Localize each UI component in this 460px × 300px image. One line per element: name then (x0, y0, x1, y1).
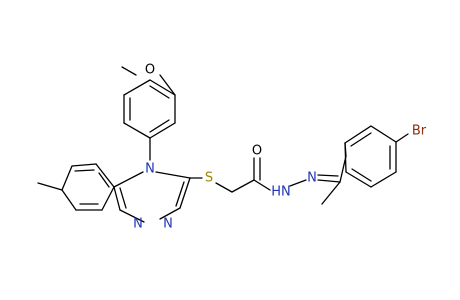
triazole-n2-label: N (133, 217, 143, 232)
methoxy-oxygen-label: O (145, 63, 155, 78)
hydrazone-n-label: N (307, 171, 317, 186)
methoxyphenyl-group (121, 66, 176, 161)
triazole-n4-label: N (145, 162, 155, 177)
atom-labels: O S O HN N Br N N N (133, 63, 427, 232)
triazole-ring (113, 171, 191, 223)
linker-chain (189, 157, 341, 193)
triazole-n1-label: N (163, 217, 173, 232)
bromine-label: Br (412, 124, 427, 139)
carbonyl-oxygen-label: O (252, 144, 262, 159)
hydrazide-nh-label: HN (271, 185, 291, 200)
tolyl-group (37, 163, 115, 211)
bromophenyl-group (321, 125, 409, 205)
sulfur-label: S (205, 171, 213, 186)
